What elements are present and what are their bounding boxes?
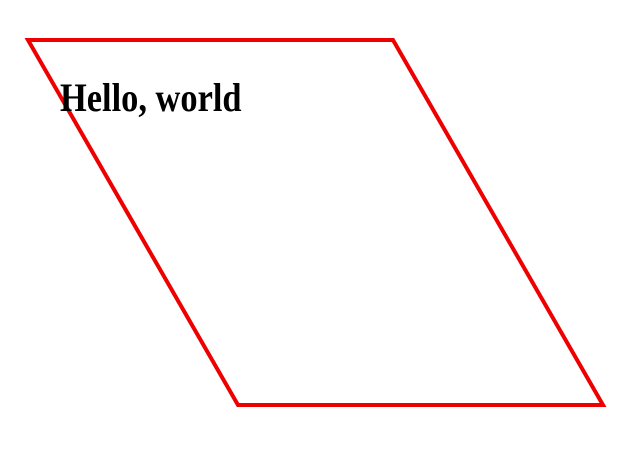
greeting-text: Hello, world [60, 75, 242, 120]
parallelogram-outline [24, 38, 607, 407]
